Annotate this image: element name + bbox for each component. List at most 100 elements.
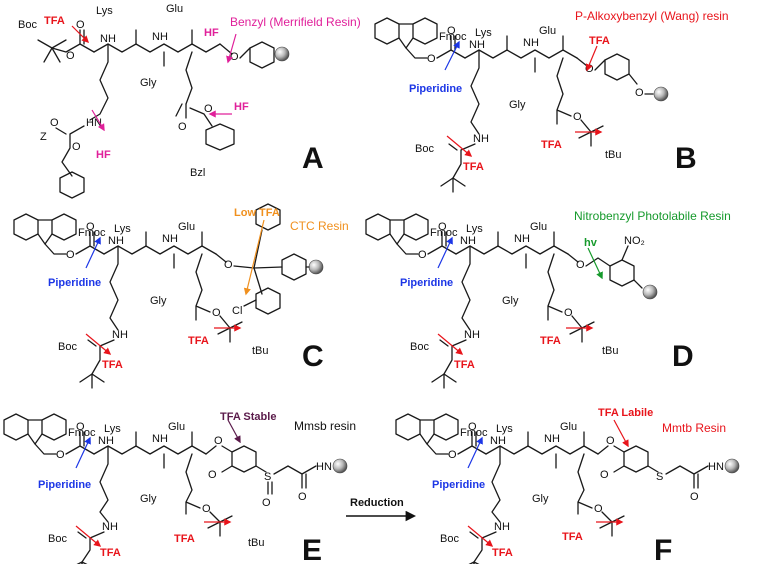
label-n-protect: Fmoc [68, 427, 96, 439]
fmoc-fluorenyl [365, 213, 429, 255]
atom-o: O [76, 421, 85, 433]
atom-s: S [264, 471, 271, 483]
resin-benzene-ring [249, 41, 275, 69]
atom-o: O [447, 25, 456, 37]
resin-name: Nitrobenzyl Photolabile Resin [574, 209, 731, 223]
reduction-label: Reduction [350, 497, 404, 509]
cleavage-arrow-light [587, 247, 603, 280]
resin-bead [642, 284, 658, 300]
cleavage-arrow-tfa [85, 333, 112, 355]
panel-b: O O NH NH NH O O O Fmoc Lys Gly Glu Boc … [374, 9, 729, 193]
fmoc-fluorenyl [13, 213, 77, 255]
label-ester-protect: tBu [602, 345, 619, 357]
atom-o: O [594, 503, 603, 515]
bzl-benzene-ring [205, 123, 235, 151]
resin-name: CTC Resin [290, 219, 349, 233]
cleavage-label-side: TFA [463, 161, 484, 173]
cleavage-arrow-tfa [613, 419, 629, 448]
panel-a: O O NH NH HN O O O O O Boc Lys Gly Glu Z [18, 3, 361, 199]
atom-hn: HN [316, 461, 332, 473]
cleavage-arrow-hf [226, 33, 237, 64]
cleavage-label-resin: hv [584, 237, 598, 249]
label-glu: Glu [178, 221, 195, 233]
atom-o: O [86, 221, 95, 233]
mmsb-ring [231, 445, 257, 473]
panel-letter: B [675, 142, 697, 175]
cleavage-label-ester: TFA [188, 335, 209, 347]
atom-o: O [66, 50, 75, 62]
label-lys: Lys [466, 223, 483, 235]
cleavage-arrow-tfa [585, 45, 598, 72]
label-n-protect: Fmoc [439, 31, 467, 43]
atom-o: O [564, 307, 573, 319]
label-ester-protect: Bzl [190, 167, 205, 179]
atom-o: O [202, 503, 211, 515]
atom-nh: NH [152, 31, 168, 43]
cleavage-label-side: TFA [492, 547, 513, 559]
cleavage-label-n: Piperidine [432, 479, 485, 491]
atom-o: O [635, 87, 644, 99]
atom-o: O [427, 53, 436, 65]
atom-o: O [606, 435, 615, 447]
resin-bead [274, 46, 290, 62]
label-lys: Lys [104, 423, 121, 435]
atom-o: O [50, 117, 59, 129]
atom-o: O [72, 141, 81, 153]
cleavage-arrow-piperidine [85, 236, 101, 269]
cleavage-arrow-piperidine [444, 40, 460, 71]
cleavage-label-n: TFA [44, 15, 65, 27]
resin-name: P-Alkoxybenzyl (Wang) resin [575, 9, 729, 23]
cleavage-label-side: HF [96, 149, 111, 161]
resin-bead [308, 259, 324, 275]
reduction-arrow: Reduction [346, 497, 417, 522]
cleavage-label-n: Piperidine [400, 277, 453, 289]
atom-o: O [468, 421, 477, 433]
label-glu: Glu [560, 421, 577, 433]
cleavage-label-ester: TFA [174, 533, 195, 545]
label-glu: Glu [166, 3, 183, 15]
resin-bead [653, 86, 669, 102]
atom-o: O [230, 51, 239, 63]
cleavage-label-resin: TFA Labile [598, 407, 653, 419]
atom-o: O [298, 491, 307, 503]
trityl-ring-bottom [255, 287, 281, 315]
label-n-protect: Boc [18, 19, 37, 31]
atom-o: O [600, 469, 609, 481]
atom-nh: NH [152, 433, 168, 445]
label-lys: Lys [96, 5, 113, 17]
atom-o: O [262, 497, 271, 509]
label-lys: Lys [114, 223, 131, 235]
atom-o: O [76, 19, 85, 31]
atom-nh: NH [544, 433, 560, 445]
atom-nh: NH [112, 329, 128, 341]
panel-f: O O NH NH NH O O O S O HN Fmoc Lys Gly G… [395, 407, 740, 564]
cleavage-label-side: TFA [454, 359, 475, 371]
panel-c: O O NH NH NH O O Cl Fmoc Lys Gly Glu Boc… [13, 203, 349, 389]
atom-o: O [573, 111, 582, 123]
atom-o: O [690, 491, 699, 503]
label-gly: Gly [509, 99, 526, 111]
resin-name: Mmsb resin [294, 419, 356, 433]
atom-nh: NH [464, 329, 480, 341]
wang-benzene-ring [604, 53, 630, 81]
panel-e: O O NH NH NH O O O S O O HN Fmoc Lys Gly… [3, 411, 356, 564]
atom-nh: NH [523, 37, 539, 49]
atom-o: O [66, 249, 75, 261]
panel-letter: F [654, 534, 672, 564]
atom-nh: NH [100, 33, 116, 45]
label-gly: Gly [140, 77, 157, 89]
label-gly: Gly [150, 295, 167, 307]
atom-hn: HN [708, 461, 724, 473]
atom-o: O [204, 103, 213, 115]
nitrobenzyl-ring [609, 259, 635, 287]
atom-cl: Cl [232, 305, 242, 317]
atom-o: O [214, 435, 223, 447]
resin-name: Benzyl (Merrifield Resin) [230, 15, 361, 29]
cleavage-label-resin: TFA [589, 35, 610, 47]
panel-letter: D [672, 340, 694, 373]
cleavage-label-n: Piperidine [38, 479, 91, 491]
atom-nh: HN [86, 117, 102, 129]
cleavage-label-ester: HF [234, 101, 249, 113]
cleavage-arrow-tfa [71, 25, 90, 44]
